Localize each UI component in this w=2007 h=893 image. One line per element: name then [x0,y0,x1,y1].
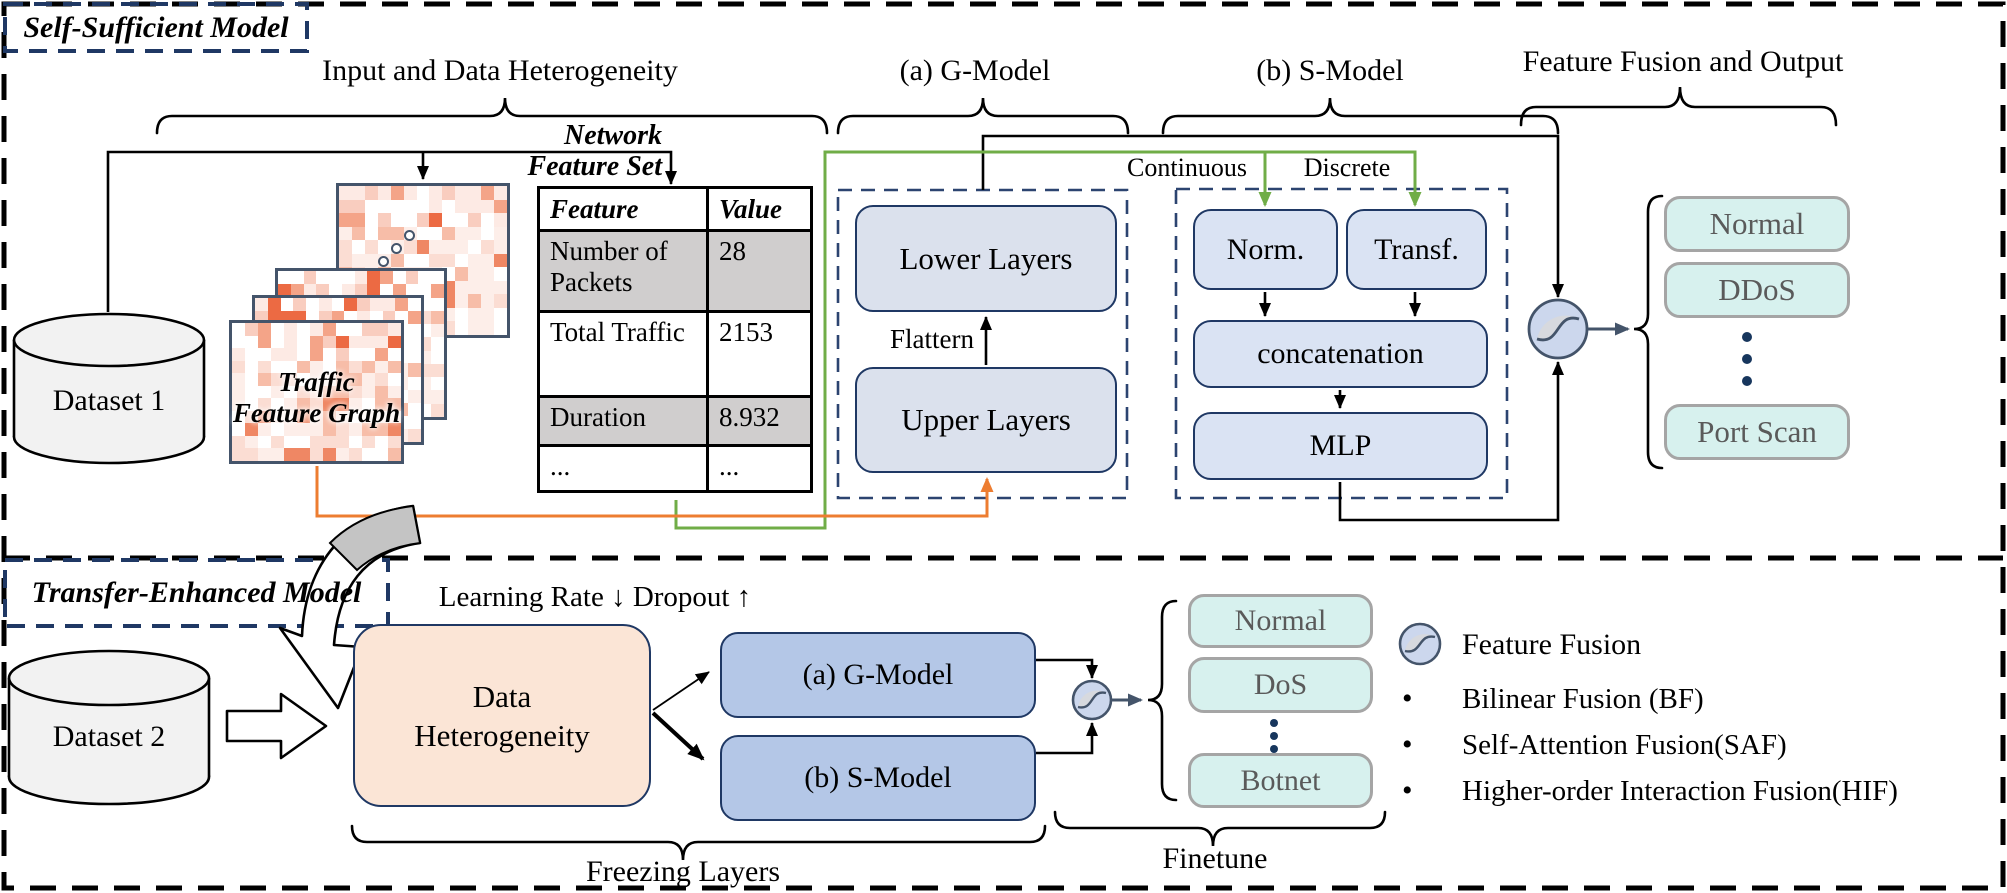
flatten-label: Flattern [890,324,974,354]
self-sufficient-label: Self-Sufficient Model [23,10,289,44]
network-feature-set-label: Network Feature Set [430,120,668,182]
brace-freezing [350,824,1047,861]
brace-finetune [1053,810,1387,847]
brace-outputs-top [1633,194,1664,470]
stack-ellipsis-dot [391,243,402,254]
input-bus-to-table [106,150,677,312]
s-model-output-line [1338,361,1564,522]
feature-fusion-icon-bottom [1071,679,1113,721]
output-normal-top: Normal [1664,196,1850,252]
lower-layers-box: Lower Layers [855,205,1117,312]
stack-ellipsis-dot [404,230,415,241]
cell-feature: Number of Packets [537,229,709,313]
continuous-label: Continuous [1127,153,1247,182]
table-header-value: Value [706,186,813,232]
upper-layers-box: Upper Layers [855,367,1117,473]
brace-g-model [836,97,1130,135]
s-model-container [1174,187,1509,500]
dataset1-cylinder [12,312,206,465]
transfer-enhanced-label: Transfer-Enhanced Model [31,576,362,609]
smodel2-to-fusion-line [1036,722,1098,755]
transfer-curved-arrow [278,504,422,710]
legend-item-bf: Bilinear Fusion (BF) [1462,683,1704,715]
network-label-line1: Network [564,120,662,151]
output-normal-bottom: Normal [1188,594,1373,648]
cell-value: 28 [706,229,813,313]
stack-ellipsis-dot [378,256,389,267]
norm-box: Norm. [1193,209,1338,290]
outputs-bottom-ellipsis [1269,719,1279,753]
cell-feature: ... [537,444,709,493]
traffic-graph-label-line2: Feature Graph [232,398,401,428]
traffic-graph-label-line1: Traffic [278,367,355,397]
brace-outputs-bottom [1147,599,1178,802]
concatenation-box: concatenation [1193,320,1488,388]
transf-box: Transf. [1346,209,1487,290]
output-dos: DoS [1188,657,1373,713]
output-port-scan: Port Scan [1664,404,1850,460]
cell-feature: Duration [537,395,709,447]
freezing-layers-label: Freezing Layers [585,855,781,888]
brace-s-model [1161,97,1560,135]
cell-value: 2153 [706,310,813,398]
feature-fusion-icon-legend [1398,622,1442,666]
dataset1-label: Dataset 1 [52,384,166,417]
g-model-output-line [981,134,1564,298]
bullet-icon: • [1402,774,1413,807]
legend-title: Feature Fusion [1462,628,1642,661]
brace-fusion-output [1519,86,1838,127]
cell-value: 8.932 [706,395,813,447]
bullet-icon: • [1402,728,1413,761]
self-sufficient-box [3,2,309,53]
transfer-enhanced-box [3,558,390,628]
brace-input [155,97,829,135]
traffic-feature-graph-label: Traffic Feature Graph [231,366,402,430]
network-label-line2: Feature Set [527,151,662,182]
traffic-graph-layer-1 [229,320,404,464]
green-feature-line [674,150,1422,530]
gmodel2-to-fusion-line [1036,658,1098,679]
dataset2-cylinder [7,649,211,806]
table-row: ...... [537,444,813,493]
orange-graph-line [315,466,994,518]
data-het-line1: Data [472,678,532,714]
discrete-label: Discrete [1303,153,1391,182]
data-heterogeneity-box: Data Heterogeneity [353,624,651,807]
outputs-top-ellipsis [1741,332,1753,386]
table-header-feature: Feature [537,186,709,232]
dataset2-label: Dataset 2 [52,720,166,753]
brace-label-fusion-output: Feature Fusion and Output [1522,45,1844,78]
legend-item-hif: Higher-order Interaction Fusion(HIF) [1462,775,1898,807]
g-model-frozen-box: (a) G-Model [720,632,1036,718]
s-model-frozen-box: (b) S-Model [720,735,1036,821]
data-het-line2: Heterogeneity [414,717,590,753]
bullet-icon: • [1402,682,1413,715]
brace-label-g-model: (a) G-Model [899,54,1051,87]
brace-label-input: Input and Data Heterogeneity [322,54,678,87]
het-to-smodel-arrow [651,711,705,761]
cell-value: ... [706,444,813,493]
output-ddos: DDoS [1664,262,1850,318]
hyperparams-label: Learning Rate ↓ Dropout ↑ [438,580,752,613]
block-arrow-dataset2 [225,692,328,760]
brace-label-s-model: (b) S-Model [1256,54,1404,87]
cell-feature: Total Traffic [537,310,709,398]
mlp-box: MLP [1193,412,1488,480]
output-botnet: Botnet [1188,753,1373,808]
het-to-gmodel-arrow [652,671,710,711]
feature-fusion-icon-top [1527,298,1589,360]
legend-item-saf: Self-Attention Fusion(SAF) [1462,729,1787,761]
finetune-label: Finetune [1162,842,1268,875]
